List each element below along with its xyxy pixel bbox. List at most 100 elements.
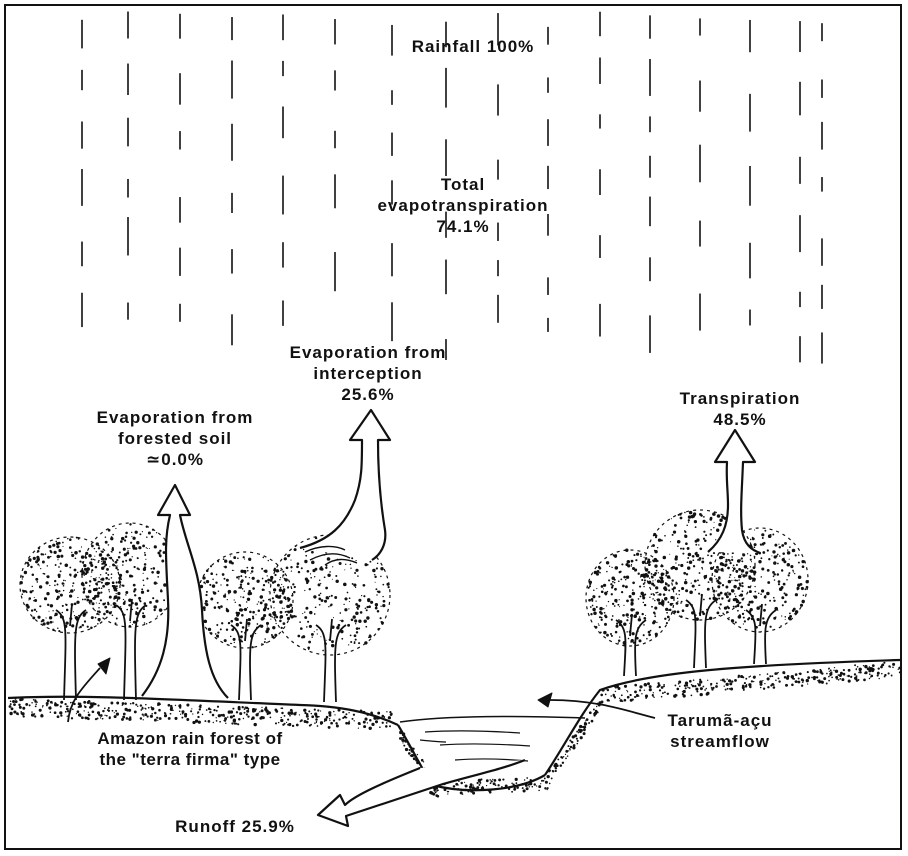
foliage-dot bbox=[644, 557, 648, 560]
foliage-dot bbox=[275, 615, 279, 619]
foliage-dot bbox=[205, 603, 209, 607]
foliage-dot bbox=[285, 566, 289, 570]
soil-dot bbox=[485, 784, 488, 787]
foliage-dot bbox=[731, 552, 734, 555]
foliage-dot bbox=[104, 557, 108, 561]
foliage-dot bbox=[344, 569, 346, 571]
foliage-dot bbox=[713, 521, 715, 523]
foliage-dot bbox=[640, 555, 642, 558]
foliage-dot bbox=[279, 610, 283, 614]
foliage-dot bbox=[766, 549, 769, 552]
foliage-dot bbox=[614, 587, 617, 591]
foliage-dot bbox=[296, 565, 299, 569]
soil-dot bbox=[22, 706, 26, 710]
foliage-dot bbox=[31, 589, 34, 592]
foliage-dot bbox=[338, 562, 342, 565]
soil-dot bbox=[45, 704, 48, 707]
foliage-dot bbox=[723, 556, 725, 559]
soil-dot bbox=[325, 715, 329, 719]
soil-dot bbox=[288, 723, 292, 727]
foliage-dot bbox=[360, 594, 363, 597]
foliage-dot bbox=[261, 643, 263, 645]
foliage-dot bbox=[327, 597, 330, 600]
foliage-dot bbox=[365, 609, 368, 612]
foliage-dot bbox=[148, 532, 150, 534]
foliage-dot bbox=[622, 584, 625, 588]
foliage-dot bbox=[328, 605, 330, 608]
soil-dot bbox=[343, 715, 347, 719]
foliage-dot bbox=[708, 597, 711, 600]
foliage-dot bbox=[610, 586, 614, 589]
foliage-dot bbox=[160, 588, 162, 591]
soil-dot bbox=[533, 783, 536, 786]
soil-dot bbox=[837, 674, 840, 676]
foliage-dot bbox=[655, 591, 658, 594]
foliage-dot bbox=[86, 595, 90, 598]
soil-dot bbox=[459, 791, 463, 795]
foliage-dot bbox=[313, 575, 316, 578]
foliage-dot bbox=[69, 538, 72, 541]
foliage-dot bbox=[761, 537, 764, 539]
foliage-dot bbox=[754, 556, 756, 558]
foliage-dot bbox=[689, 590, 693, 595]
foliage-dot bbox=[376, 594, 378, 596]
foliage-dot bbox=[40, 567, 42, 570]
foliage-dot bbox=[264, 579, 268, 583]
soil-dot bbox=[566, 755, 569, 757]
foliage-dot bbox=[233, 641, 235, 644]
foliage-dot bbox=[590, 613, 593, 616]
foliage-dot bbox=[703, 530, 706, 533]
foliage-dot bbox=[670, 541, 672, 543]
foliage-dot bbox=[163, 609, 165, 611]
soil-dot bbox=[728, 679, 732, 683]
soil-dot bbox=[884, 673, 887, 677]
foliage-dot bbox=[305, 554, 308, 557]
foliage-dot bbox=[120, 578, 122, 581]
foliage-dot bbox=[626, 631, 628, 633]
foliage-dot bbox=[637, 630, 639, 632]
foliage-dot bbox=[639, 585, 642, 588]
foliage-dot bbox=[73, 602, 77, 606]
foliage-dot bbox=[225, 628, 229, 631]
foliage-dot bbox=[115, 617, 118, 620]
foliage-dot bbox=[248, 589, 251, 593]
foliage-dot bbox=[721, 567, 724, 570]
foliage-dot bbox=[368, 637, 370, 639]
soil-dot bbox=[563, 756, 565, 758]
foliage-dot bbox=[96, 583, 99, 586]
foliage-dot bbox=[69, 573, 72, 577]
foliage-dot bbox=[126, 551, 130, 555]
tree-crown bbox=[585, 549, 675, 647]
foliage-dot bbox=[240, 630, 243, 633]
soil-dot bbox=[551, 769, 554, 772]
foliage-dot bbox=[95, 542, 99, 546]
soil-dot bbox=[319, 710, 322, 712]
foliage-dot bbox=[625, 548, 629, 552]
soil-dot bbox=[535, 785, 538, 787]
foliage-dot bbox=[772, 550, 776, 554]
foliage-dot bbox=[614, 566, 619, 570]
foliage-dot bbox=[320, 567, 324, 571]
foliage-dot bbox=[318, 603, 321, 606]
foliage-dot bbox=[712, 512, 716, 516]
soil-dot bbox=[59, 711, 63, 715]
foliage-dot bbox=[272, 611, 276, 615]
foliage-dot bbox=[651, 582, 655, 586]
foliage-dot bbox=[727, 599, 731, 603]
foliage-dot bbox=[101, 561, 103, 563]
foliage-dot bbox=[734, 593, 736, 595]
foliage-dot bbox=[59, 562, 62, 565]
foliage-dot bbox=[73, 568, 77, 572]
foliage-dot bbox=[93, 578, 97, 582]
foliage-dot bbox=[40, 620, 43, 623]
foliage-dot bbox=[373, 573, 376, 576]
soil-dot bbox=[253, 723, 257, 726]
tree bbox=[269, 534, 391, 703]
foliage-dot bbox=[620, 578, 623, 581]
foliage-dot bbox=[36, 581, 39, 583]
foliage-dot bbox=[669, 553, 671, 555]
foliage-dot bbox=[645, 574, 650, 578]
soil-dot bbox=[34, 705, 37, 708]
soil-dot bbox=[91, 710, 95, 714]
soil-dot bbox=[617, 686, 621, 691]
